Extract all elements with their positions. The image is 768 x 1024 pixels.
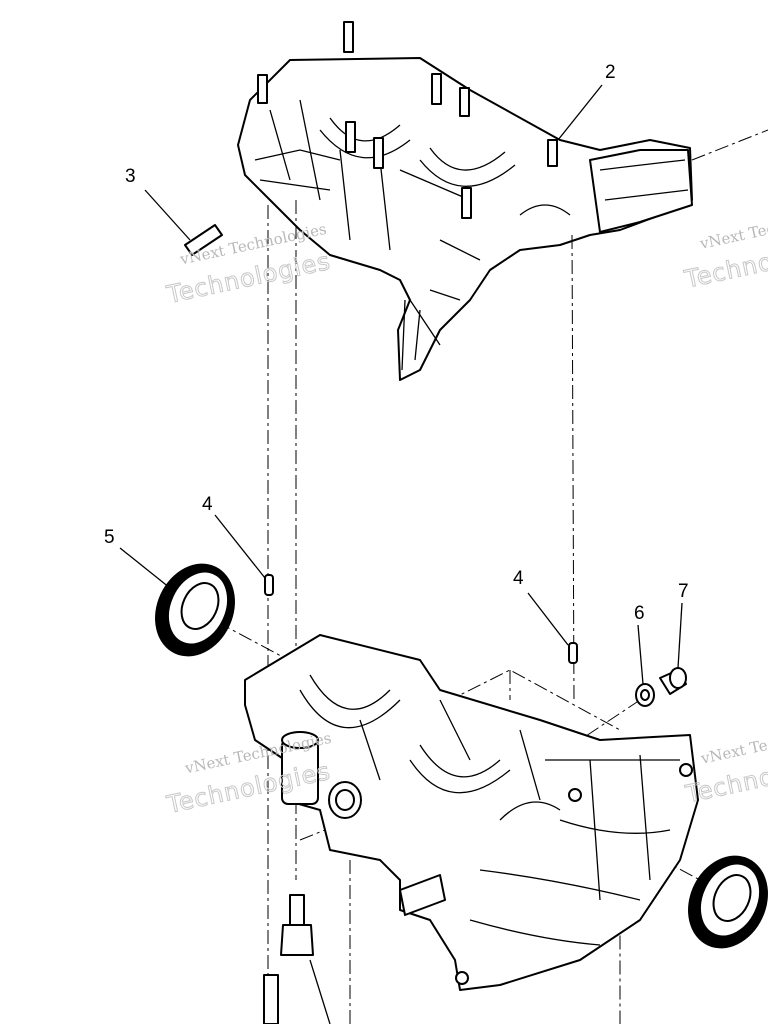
oil-seal-left	[155, 563, 235, 657]
callout-5: 5	[104, 527, 115, 548]
callout-7: 7	[678, 581, 689, 602]
upper-crankcase-half	[184, 21, 693, 381]
dowel-pin-right	[568, 642, 578, 664]
watermark-text: vNext Technologies	[699, 719, 768, 768]
callout-4-left: 4	[202, 494, 213, 515]
callout-6: 6	[634, 603, 645, 624]
drain-bolt	[280, 894, 314, 956]
leader-lines	[119, 84, 683, 1024]
lower-crankcase-half	[244, 634, 699, 991]
dowel-pin-left	[264, 574, 274, 596]
plug-bolt-7	[659, 667, 687, 695]
callout-3: 3	[125, 166, 136, 187]
dowel-bolt-3	[184, 224, 223, 256]
callout-4-right: 4	[513, 568, 524, 589]
oil-seal-right	[688, 855, 768, 949]
watermark-text: vNext Technologies	[697, 204, 768, 253]
stud-group-upper	[257, 21, 558, 219]
washer-6	[635, 683, 655, 707]
stud-bottom	[263, 974, 279, 1024]
callout-labels: 2 3 4 4 5 6 7	[104, 62, 689, 624]
callout-2: 2	[605, 62, 616, 83]
